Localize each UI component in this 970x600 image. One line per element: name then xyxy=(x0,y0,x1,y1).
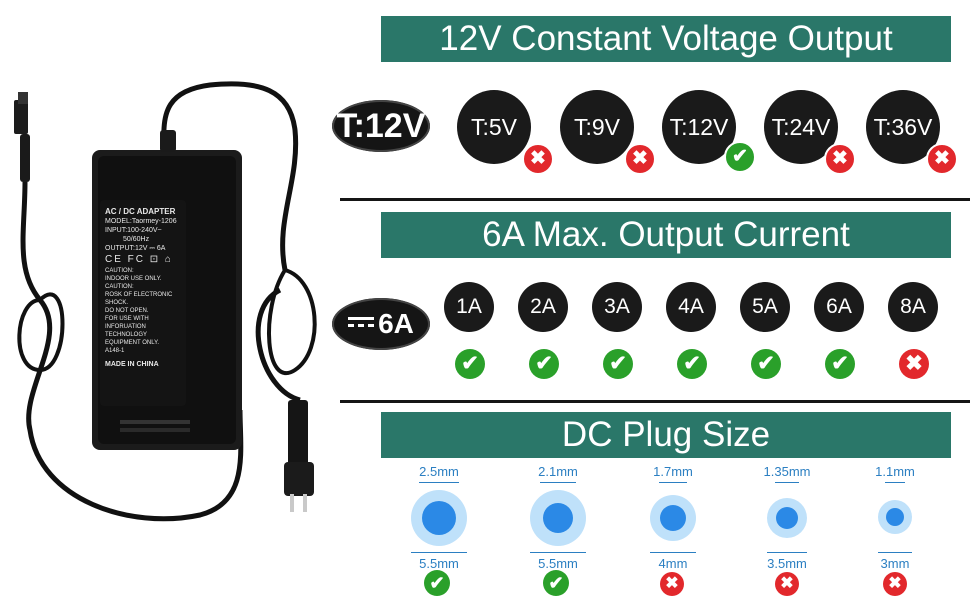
x-icon: ✖ xyxy=(926,143,958,175)
check-icon: ✔ xyxy=(677,349,707,379)
dimension-line xyxy=(878,552,912,553)
plug-header: DC Plug Size xyxy=(381,412,951,458)
plug-inner-label: 1.35mm xyxy=(763,464,811,479)
plug-inner-label: 1.7mm xyxy=(653,464,693,479)
dc-symbol-icon xyxy=(348,315,375,329)
plug-pin xyxy=(886,508,904,526)
check-icon: ✔ xyxy=(455,349,485,379)
label-caution-1: CAUTION: xyxy=(105,268,134,274)
label-caution-2: INDOOR USE ONLY. xyxy=(105,276,162,282)
current-option-3a: 3A xyxy=(592,282,642,332)
check-icon: ✔ xyxy=(825,349,855,379)
voltage-option-5v: T:5V xyxy=(457,90,531,164)
label-code: A148-1 xyxy=(105,348,125,354)
voltage-header: 12V Constant Voltage Output xyxy=(381,16,951,62)
x-icon: ✖ xyxy=(624,143,656,175)
check-icon: ✔ xyxy=(424,570,450,596)
voltage-option-12v: T:12V xyxy=(662,90,736,164)
plug-pin xyxy=(422,501,456,535)
plug-pin xyxy=(660,505,686,531)
label-input: INPUT:100-240V~ xyxy=(105,227,162,234)
x-icon: ✖ xyxy=(522,143,554,175)
check-icon: ✔ xyxy=(751,349,781,379)
label-caution-5: DO NOT OPEN. xyxy=(105,308,149,314)
label-caution-4: ROSK OF ELECTRONIC SHOCK. xyxy=(105,292,173,306)
plug-outer-label: 4mm xyxy=(658,556,688,571)
current-option-8a: 8A xyxy=(888,282,938,332)
dimension-line xyxy=(659,482,687,483)
label-made-in: MADE IN CHINA xyxy=(105,361,159,368)
plug-size-3: 1.7mm 4mm xyxy=(623,460,723,600)
dimension-line xyxy=(530,552,586,553)
plug-size-4: 1.35mm 3.5mm xyxy=(737,460,837,600)
voltage-badge: T:12V xyxy=(332,100,430,152)
current-option-6a: 6A xyxy=(814,282,864,332)
plug-inner-label: 2.5mm xyxy=(419,464,459,479)
dimension-line xyxy=(419,482,459,483)
plug-size-5: 1.1mm 3mm xyxy=(845,460,945,600)
voltage-option-9v: T:9V xyxy=(560,90,634,164)
x-icon: ✖ xyxy=(775,572,799,596)
check-icon: ✔ xyxy=(724,141,756,173)
label-caution-7: TECHNOLOGY EQUIPMENT ONLY. xyxy=(105,332,160,346)
dimension-line xyxy=(650,552,696,553)
adapter-label: AC / DC ADAPTER MODEL:Taormey-1206 INPUT… xyxy=(100,200,186,406)
x-icon: ✖ xyxy=(824,143,856,175)
plug-size-2: 2.1mm 5.5mm xyxy=(508,460,608,600)
label-title: AC / DC ADAPTER xyxy=(105,207,176,216)
plug-outer-label: 5.5mm xyxy=(538,556,578,571)
current-header: 6A Max. Output Current xyxy=(381,212,951,258)
dimension-line xyxy=(775,482,799,483)
x-icon: ✖ xyxy=(883,572,907,596)
plug-pin xyxy=(543,503,573,533)
current-option-4a: 4A xyxy=(666,282,716,332)
check-icon: ✔ xyxy=(543,570,569,596)
plug-outer-label: 3.5mm xyxy=(767,556,807,571)
label-output: OUTPUT:12V ⎓ 6A xyxy=(105,245,166,252)
label-caution-3: CAUTION: xyxy=(105,284,134,290)
x-icon: ✖ xyxy=(899,349,929,379)
check-icon: ✔ xyxy=(603,349,633,379)
current-option-2a: 2A xyxy=(518,282,568,332)
divider xyxy=(340,198,970,201)
label-symbols: CE FC ⊡ ⌂ xyxy=(105,254,173,265)
current-option-1a: 1A xyxy=(444,282,494,332)
divider xyxy=(340,400,970,403)
label-model: MODEL:Taormey-1206 xyxy=(105,218,177,225)
plug-outer-label: 3mm xyxy=(880,556,910,571)
dimension-line xyxy=(885,482,905,483)
plug-outer-label: 5.5mm xyxy=(419,556,459,571)
current-badge: 6A xyxy=(332,298,430,350)
current-badge-label: 6A xyxy=(378,308,414,339)
current-option-5a: 5A xyxy=(740,282,790,332)
check-icon: ✔ xyxy=(529,349,559,379)
dimension-line xyxy=(411,552,467,553)
plug-inner-label: 1.1mm xyxy=(875,464,915,479)
plug-pin xyxy=(776,507,798,529)
dimension-line xyxy=(540,482,576,483)
label-caution-6: FOR USE WITH INFORUATION xyxy=(105,316,149,330)
plug-inner-label: 2.1mm xyxy=(538,464,578,479)
label-hz: 50/60Hz xyxy=(123,236,150,243)
dimension-line xyxy=(767,552,807,553)
x-icon: ✖ xyxy=(660,572,684,596)
plug-size-1: 2.5mm 5.5mm xyxy=(389,460,489,600)
